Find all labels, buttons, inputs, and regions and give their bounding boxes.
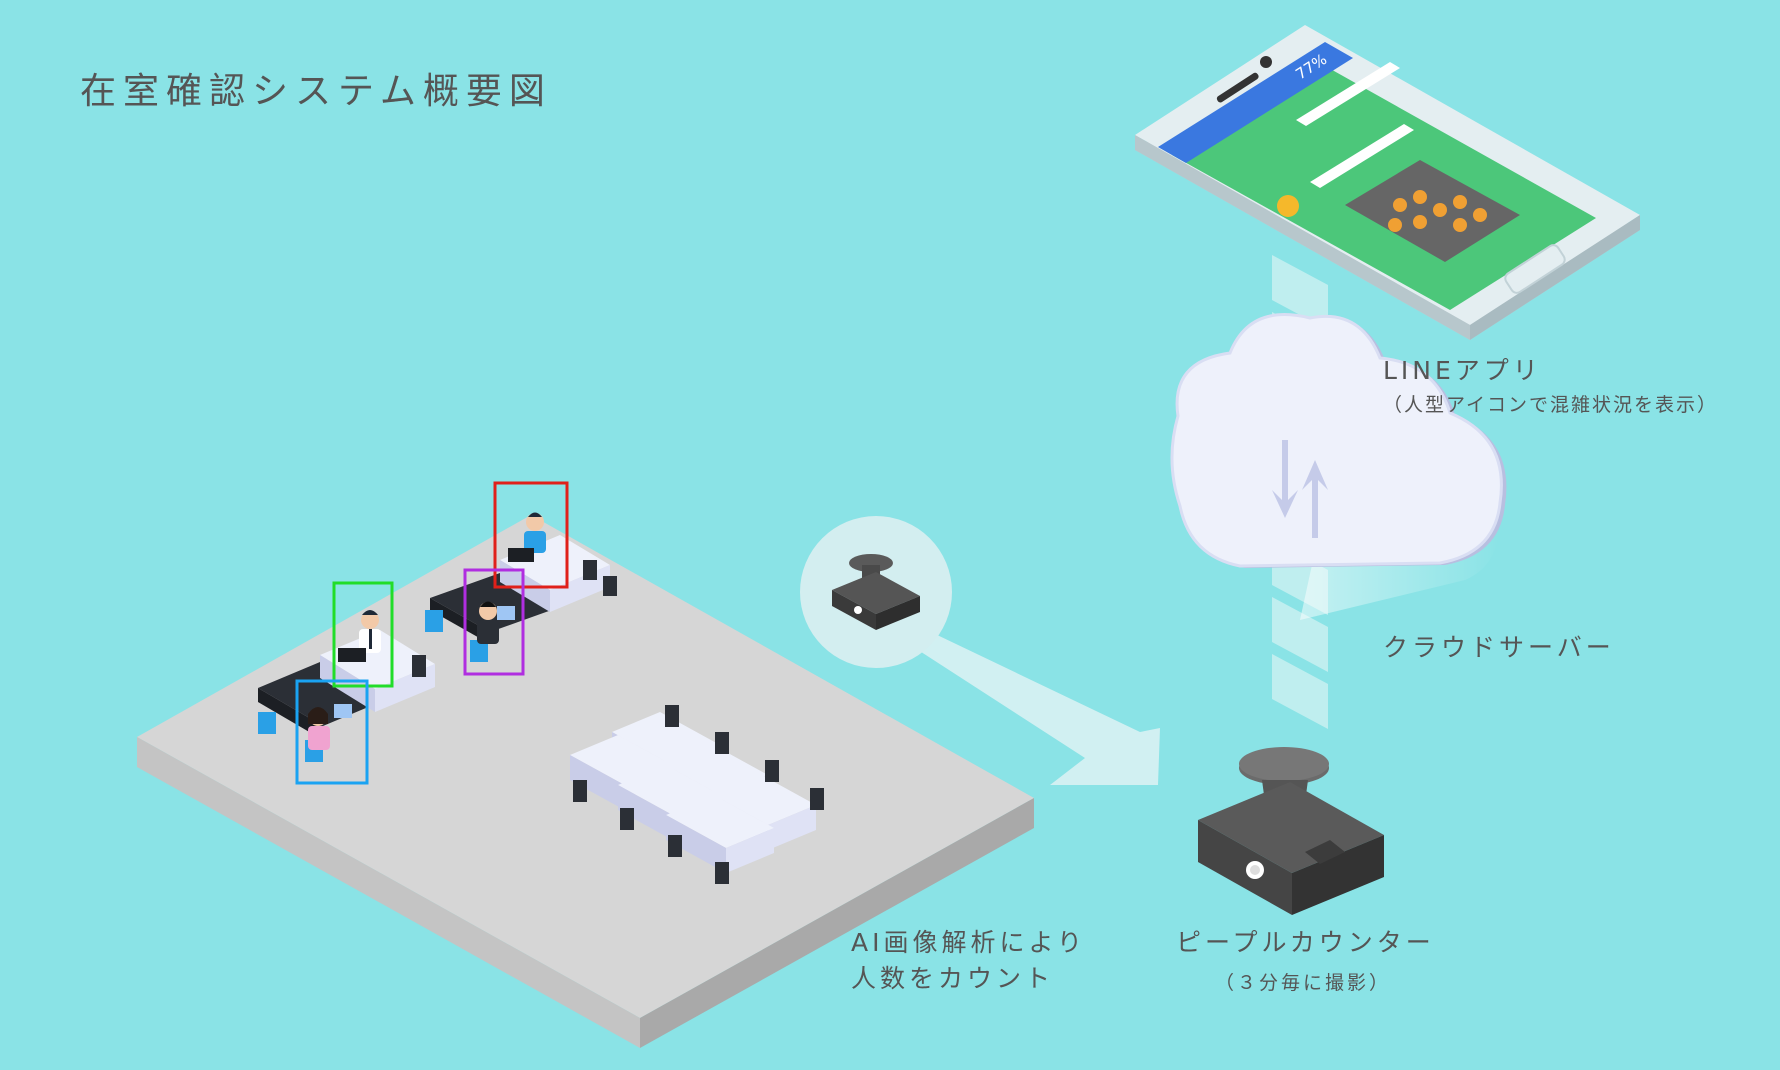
person-red: [508, 512, 546, 562]
person-purple: [477, 601, 515, 644]
detection-box-red: [493, 481, 569, 589]
detection-box-purple: [463, 568, 525, 676]
label-line-app-note: （人型アイコンで混雑状況を表示）: [1383, 394, 1719, 416]
person-green: [338, 610, 381, 662]
label-ai-line1: AI画像解析により: [851, 928, 1086, 957]
detection-box-blue: [295, 679, 369, 785]
label-people-counter: ピープルカウンター: [1176, 928, 1435, 957]
detection-box-green: [332, 581, 394, 688]
cloud-server-icon: [1170, 313, 1507, 620]
person-blue: [308, 704, 352, 750]
label-cloud-server: クラウドサーバー: [1383, 633, 1615, 662]
status-bar: [1158, 42, 1353, 163]
page-title: 在室確認システム概要図: [80, 71, 552, 112]
camera-zoom-bubble: [800, 516, 1160, 785]
people-counter-device: [1198, 747, 1384, 915]
label-ai-line2: 人数をカウント: [851, 964, 1055, 993]
empty-desks: [570, 705, 824, 884]
smartphone: 77%: [1135, 25, 1640, 340]
label-people-counter-note: （３分毎に撮影）: [1215, 972, 1392, 994]
map-panel: [1345, 160, 1520, 262]
label-line-app: LINEアプリ: [1383, 356, 1542, 385]
